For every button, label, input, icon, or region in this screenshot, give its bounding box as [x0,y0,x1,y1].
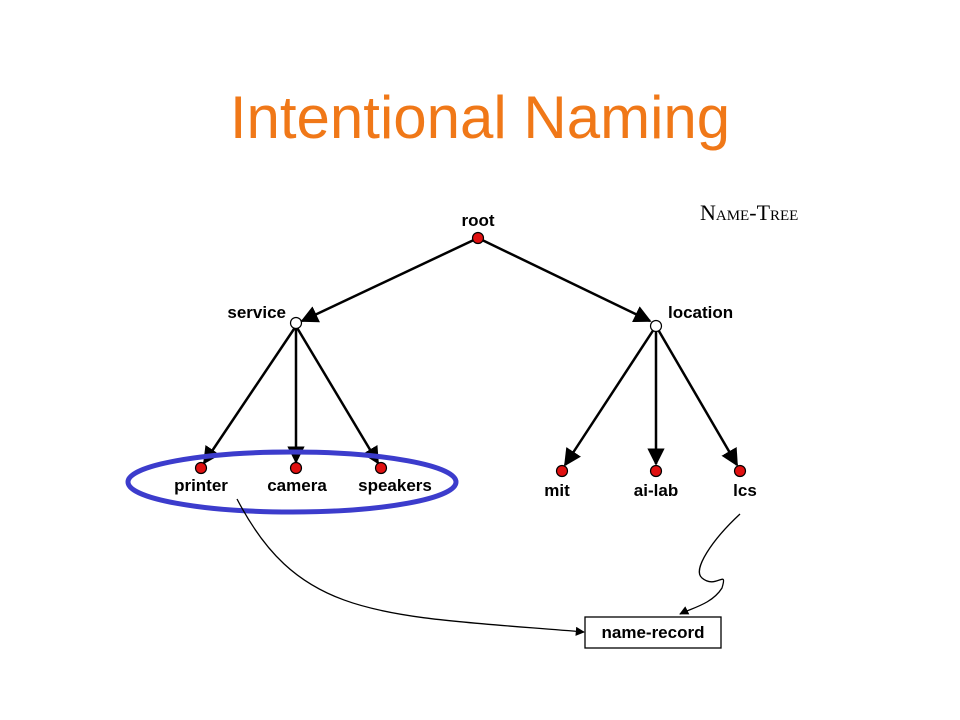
printer-to-record-connector [236,498,585,636]
camera-label: camera [267,476,327,495]
edge-service-speakers [294,325,380,465]
root-label: root [461,211,494,230]
tree-edges [202,236,739,467]
camera-node [289,461,303,475]
printer-node [194,461,208,475]
name-record-label: name-record [602,623,705,642]
edge-location-lcs [654,325,739,467]
service-label: service [227,303,286,322]
mit-label: mit [544,481,570,500]
location-label: location [668,303,733,322]
lcs-label: lcs [733,481,757,500]
root-node [471,231,485,245]
name-tree-caption: NAME-TREE [700,200,798,225]
lcs-node [733,464,747,478]
service-node [289,316,303,330]
edge-location-mit [563,325,658,467]
ai-lab-node [649,464,663,478]
location-node [649,319,663,333]
speakers-node [374,461,388,475]
lcs-to-record-connector [679,513,741,615]
mit-node [555,464,569,478]
ai-lab-label: ai-lab [634,481,678,500]
edge-root-service [300,236,479,323]
speakers-label: speakers [358,476,432,495]
service-values-highlight [125,449,459,515]
edge-root-location [477,236,652,323]
printer-label: printer [174,476,228,495]
name-record-box: name-record [584,616,722,649]
edge-service-printer [202,325,298,465]
slide-title: Intentional Naming [229,84,731,151]
